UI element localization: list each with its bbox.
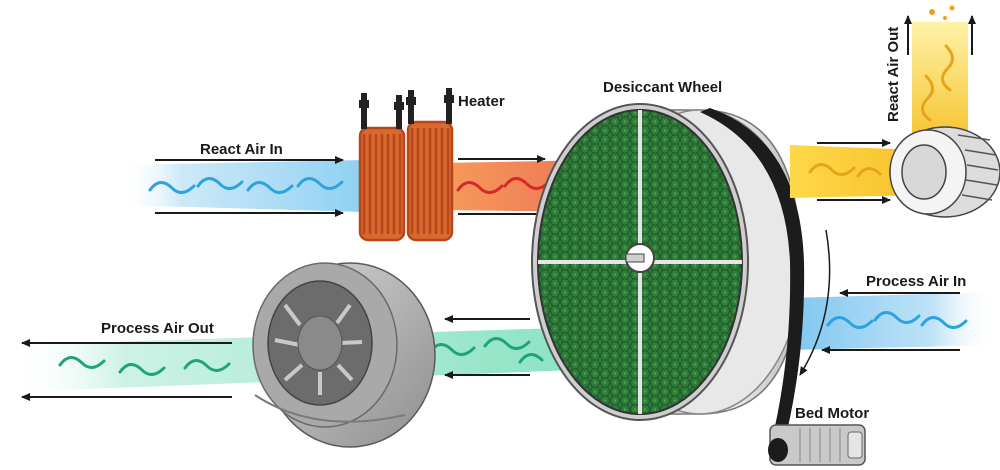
react-air-out-label: React Air Out bbox=[885, 27, 902, 122]
desiccant-wheel-label: Desiccant Wheel bbox=[603, 79, 722, 96]
process-air-in-label: Process Air In bbox=[866, 273, 966, 290]
react-air-in-arrows bbox=[155, 156, 344, 217]
process-air-in-arrows bbox=[821, 289, 960, 354]
desiccant-wheel bbox=[531, 103, 805, 452]
bed-motor-label: Bed Motor bbox=[795, 405, 869, 422]
process-air-out-label: Process Air Out bbox=[101, 320, 214, 337]
heater-coil-right bbox=[406, 120, 454, 242]
wheel-hub bbox=[625, 243, 655, 273]
rotation-arrow bbox=[799, 229, 831, 376]
heated-air-arrows bbox=[458, 155, 546, 218]
drive-belt bbox=[700, 108, 805, 452]
process-fan bbox=[252, 262, 436, 448]
react-air-out-stream bbox=[790, 5, 968, 198]
heater-terminals bbox=[359, 88, 454, 129]
process-air-in-stream bbox=[790, 292, 995, 350]
heater bbox=[358, 88, 454, 242]
process-air-out-arrows bbox=[21, 315, 530, 401]
heater-coil-left bbox=[358, 126, 406, 242]
react-air-in-label: React Air In bbox=[200, 141, 283, 158]
react-air-out-arrows bbox=[817, 15, 976, 204]
heater-label: Heater bbox=[458, 93, 505, 110]
react-fan bbox=[889, 126, 1000, 218]
react-air-in-stream bbox=[120, 160, 365, 212]
bed-motor bbox=[768, 424, 866, 466]
